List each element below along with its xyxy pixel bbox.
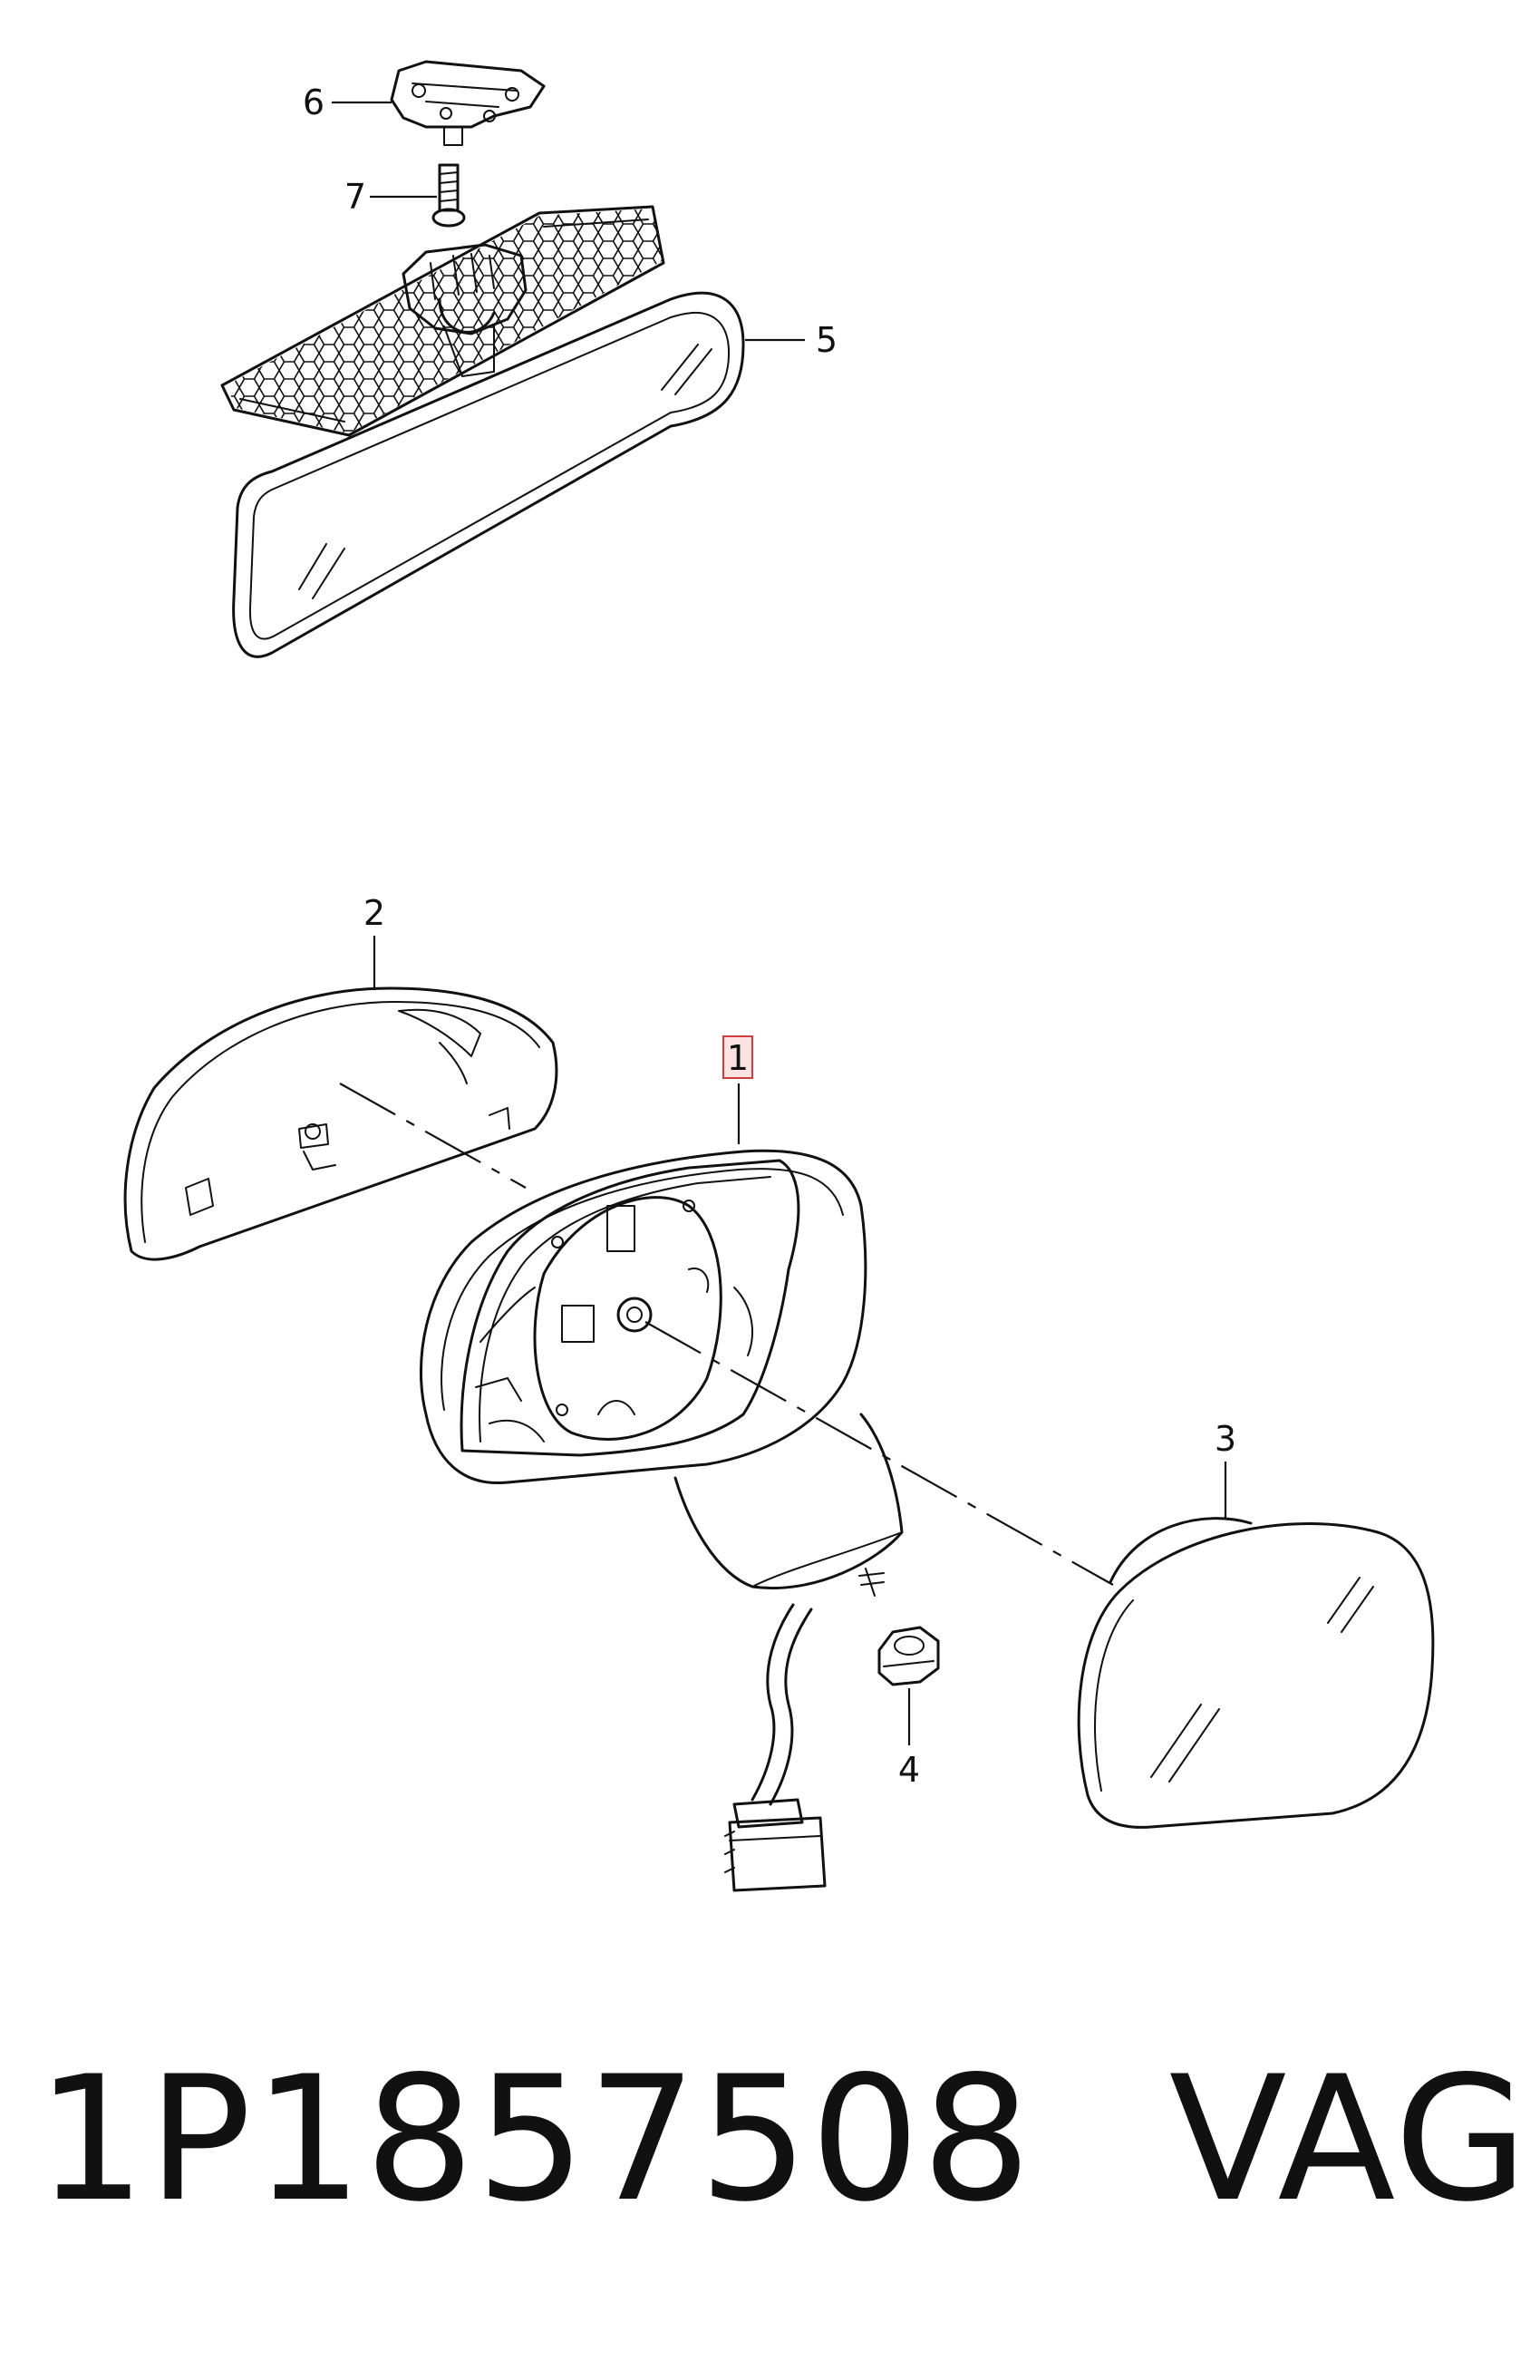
mirror-housing-part-1 (419, 1149, 904, 1892)
mount-plate-part-6 (390, 60, 546, 146)
assembly-line-cap (339, 1083, 527, 1189)
mirror-cap-part-2 (123, 986, 558, 1261)
callout-5: 5 (816, 320, 838, 360)
callout-3: 3 (1215, 1419, 1236, 1459)
nut-part-4 (877, 1626, 940, 1686)
callout-1-highlight (722, 1035, 753, 1079)
callout-2: 2 (363, 893, 385, 933)
mirror-glass-part-3 (1077, 1517, 1435, 1829)
assembly-line-glass (644, 1321, 1114, 1586)
part-number: 1P1857508 (36, 2039, 1033, 2239)
callout-1: 1 (727, 1038, 749, 1078)
callout-4: 4 (898, 1750, 920, 1790)
interior-mirror-part-5 (220, 205, 805, 658)
screw-part-7 (431, 163, 466, 228)
callout-7: 7 (344, 177, 366, 217)
brand-name: VAG (1168, 2039, 1530, 2239)
callout-6: 6 (303, 83, 324, 122)
